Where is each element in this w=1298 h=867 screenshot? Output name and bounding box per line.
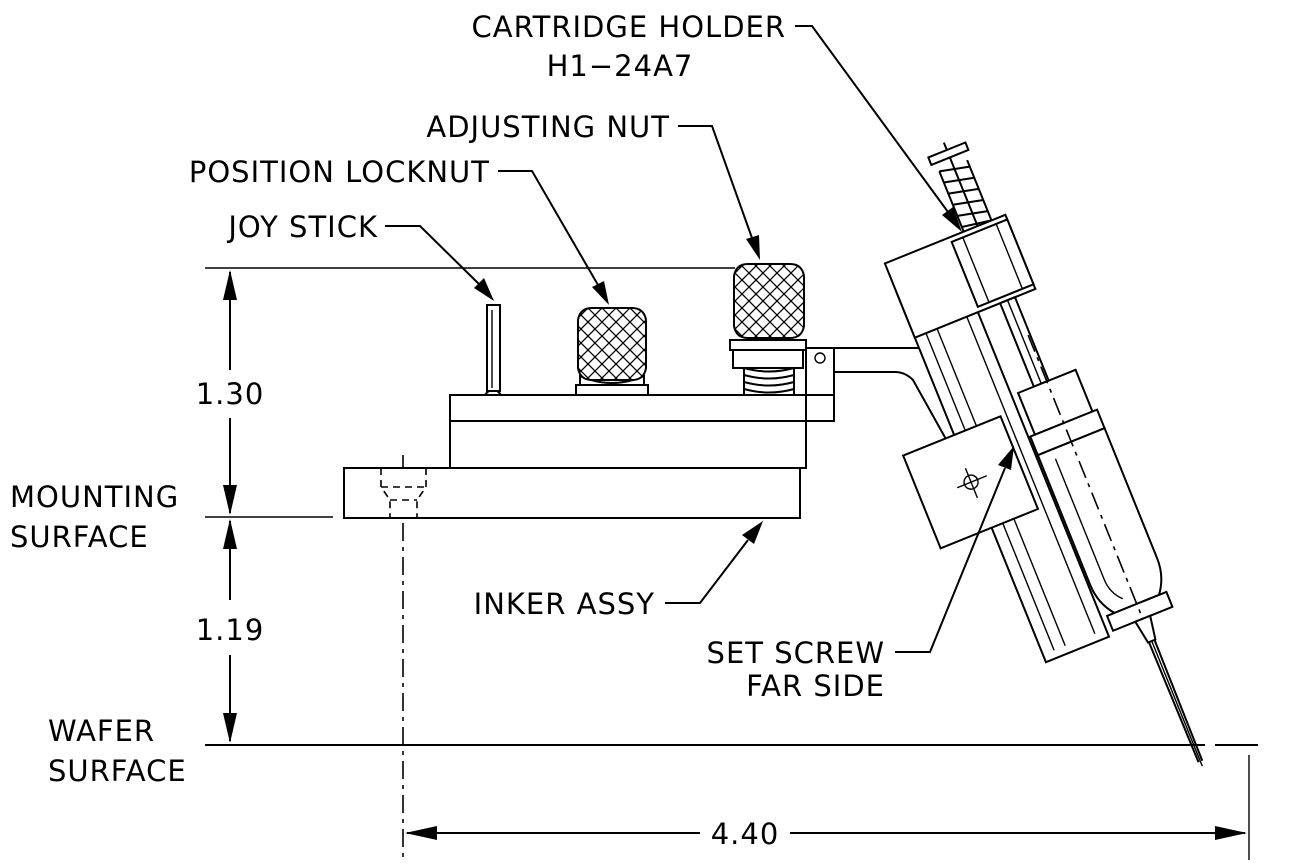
label-cartridge-part-number: H1−24A7 [547,49,694,83]
dimension-height-upper [223,270,237,515]
dimension-value-height-upper: 1.30 [196,377,265,411]
inker-base [343,347,987,519]
label-mounting-surface-line1: MOUNTING [10,480,179,514]
mounting-plate [343,467,801,519]
dimension-value-height-lower: 1.19 [196,613,265,647]
labels: CARTRIDGE HOLDER H1−24A7 ADJUSTING NUT P… [10,10,885,851]
adjusting-nut [729,263,807,395]
label-adjusting-nut: ADJUSTING NUT [426,110,670,144]
adjusting-nut-knurl [733,263,805,339]
leader-lines [385,25,1014,653]
reference-lines [205,267,1258,860]
label-set-screw-line2: FAR SIDE [746,669,885,703]
dimension-height-lower [223,519,237,743]
joy-stick [483,304,503,396]
label-cartridge-holder: CARTRIDGE HOLDER [472,10,786,44]
label-wafer-surface-line1: WAFER [48,714,155,748]
middle-block [449,420,807,469]
label-position-locknut: POSITION LOCKNUT [189,155,490,189]
position-locknut-knurl [577,307,647,381]
position-locknut [575,307,649,396]
dimension-width [405,826,1247,840]
label-mounting-surface-line2: SURFACE [10,520,149,554]
label-inker-assy: INKER ASSY [474,587,655,621]
joy-stick-rod [486,304,501,392]
dimension-value-width: 4.40 [711,817,780,851]
label-joy-stick: JOY STICK [226,210,378,244]
label-set-screw-line1: SET SCREW [707,636,885,670]
bracket-pin [814,352,826,364]
cartridge-holder [883,141,1204,767]
label-wafer-surface-line2: SURFACE [48,754,187,788]
upper-plate [449,394,835,422]
holder-spring [927,141,993,233]
